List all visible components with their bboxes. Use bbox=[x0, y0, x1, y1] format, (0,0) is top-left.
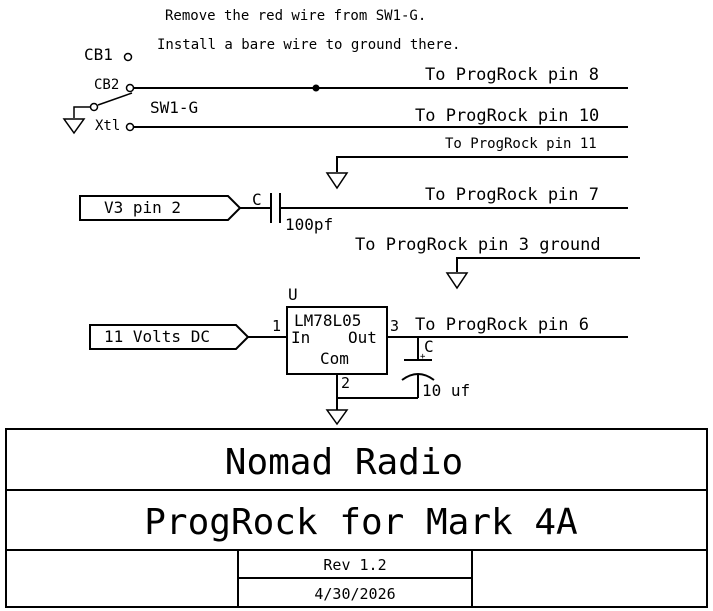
net-label-pin7: To ProgRock pin 7 bbox=[425, 185, 599, 205]
power-connector-label: 11 Volts DC bbox=[104, 327, 210, 346]
cap1-value: 100pf bbox=[285, 215, 333, 234]
wire-pin11 bbox=[336, 156, 628, 172]
regulator-pin-in: 1 bbox=[272, 317, 281, 335]
v3-pin2-label: V3 pin 2 bbox=[104, 198, 181, 217]
regulator-out-label: Out bbox=[348, 328, 377, 347]
regulator-part: LM78L05 bbox=[294, 311, 361, 330]
net-label-pin6: To ProgRock pin 6 bbox=[415, 315, 589, 335]
regulator-pin-com: 2 bbox=[341, 374, 350, 392]
ground-symbol-regulator bbox=[325, 409, 349, 426]
title-block-frame bbox=[5, 428, 708, 608]
net-label-pin10: To ProgRock pin 10 bbox=[415, 106, 599, 126]
xtl-terminal bbox=[125, 122, 135, 132]
ground-symbol-pin11 bbox=[325, 172, 349, 190]
cb1-label: CB1 bbox=[84, 45, 113, 64]
cb2-terminal bbox=[125, 83, 135, 93]
net-label-pin11: To ProgRock pin 11 bbox=[445, 136, 597, 152]
cb2-label: CB2 bbox=[94, 77, 119, 93]
title-block-title: Nomad Radio bbox=[225, 442, 463, 483]
title-block-date: 4/30/2026 bbox=[314, 585, 395, 603]
switch-arm bbox=[97, 92, 133, 106]
regulator-pin-out: 3 bbox=[390, 317, 399, 335]
regulator-com-label: Com bbox=[320, 349, 349, 368]
xtl-label: Xtl bbox=[95, 118, 120, 134]
net-label-pin8: To ProgRock pin 8 bbox=[425, 65, 599, 85]
switch-ground-wire bbox=[73, 106, 90, 118]
v3-pin2-connector bbox=[79, 195, 242, 221]
ground-symbol-switch bbox=[62, 118, 86, 135]
net-label-pin3: To ProgRock pin 3 ground bbox=[355, 235, 601, 255]
cap2-polarity: + bbox=[420, 352, 426, 362]
cap2-value: 10 uf bbox=[422, 381, 470, 400]
title-block-rev: Rev 1.2 bbox=[323, 556, 386, 574]
switch-common-terminal bbox=[89, 102, 99, 112]
regulator-in-label: In bbox=[291, 328, 310, 347]
switch-ref-label: SW1-G bbox=[150, 98, 198, 117]
cap1-ref: C bbox=[252, 190, 262, 209]
title-block-subtitle: ProgRock for Mark 4A bbox=[144, 502, 578, 543]
cap2-ref: C bbox=[424, 337, 434, 356]
note-line-2: Install a bare wire to ground there. bbox=[157, 37, 460, 53]
ground-symbol-pin3 bbox=[445, 272, 469, 290]
power-connector bbox=[89, 324, 250, 350]
junction-dot bbox=[312, 84, 320, 92]
note-line-1: Remove the red wire from SW1-G. bbox=[165, 8, 426, 24]
regulator-ref: U bbox=[288, 285, 298, 304]
wire-pin3-ground bbox=[456, 257, 640, 272]
cb1-terminal bbox=[123, 52, 133, 62]
